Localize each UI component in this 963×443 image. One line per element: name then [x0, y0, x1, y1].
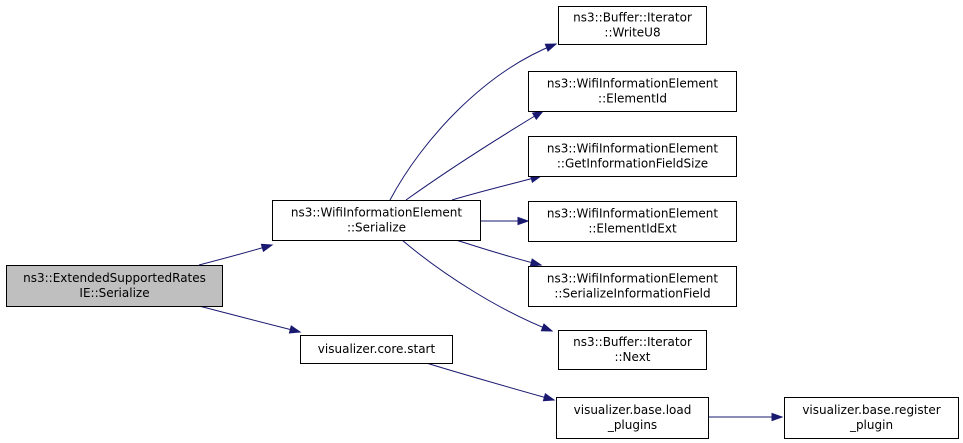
- node-label-line: visualizer.base.load: [574, 403, 692, 417]
- edge-line: [451, 175, 542, 201]
- node-label-line: ::Serialize: [347, 221, 406, 235]
- edge-line: [405, 110, 544, 201]
- edge-wie-serialize-to-getinfosize: [451, 174, 543, 201]
- node-box: [558, 6, 707, 45]
- arrowhead: [771, 412, 784, 422]
- edge-core-start-to-load-plugins: [422, 361, 556, 402]
- node-box: [6, 265, 223, 307]
- node-box: [528, 201, 737, 242]
- node-elementid[interactable]: ns3::WifiInformationElement::ElementId: [528, 71, 737, 112]
- node-box: [784, 397, 959, 439]
- node-serializeinfo[interactable]: ns3::WifiInformationElement::SerializeIn…: [528, 266, 737, 307]
- node-box: [272, 200, 481, 241]
- node-label-line: ns3::WifiInformationElement: [547, 272, 719, 286]
- arrowhead: [529, 258, 543, 267]
- arrowhead: [260, 243, 274, 253]
- node-label-line: ::ElementIdExt: [588, 222, 677, 236]
- edge-wie-serialize-to-next: [401, 239, 554, 332]
- node-label-line: visualizer.core.start: [318, 342, 436, 356]
- node-box: [558, 330, 707, 370]
- node-label-line: ns3::WifiInformationElement: [547, 142, 719, 156]
- node-label-line: ::WriteU8: [604, 26, 660, 40]
- node-label-line: ns3::WifiInformationElement: [547, 77, 719, 91]
- edge-load-plugins-to-register-plugin: [706, 412, 784, 422]
- arrowhead: [531, 110, 545, 121]
- edge-wie-serialize-to-elementidext: [480, 216, 530, 226]
- edge-line: [401, 239, 553, 332]
- node-label-line: ns3::WifiInformationElement: [547, 207, 719, 221]
- node-register-plugin[interactable]: visualizer.base.register_plugin: [784, 397, 959, 439]
- node-label-line: visualizer.base.register: [802, 403, 940, 417]
- node-writeu8[interactable]: ns3::Buffer::Iterator::WriteU8: [558, 6, 707, 45]
- arrowhead: [542, 393, 556, 402]
- node-box: [528, 71, 737, 112]
- node-label-line: ::ElementId: [598, 92, 667, 106]
- edge-line: [422, 361, 555, 401]
- node-label-line: ::SerializeInformationField: [554, 287, 710, 301]
- edge-wie-serialize-to-writeu8: [389, 43, 558, 201]
- arrowhead: [517, 216, 530, 226]
- arrowhead: [288, 325, 302, 334]
- edge-line: [455, 239, 542, 266]
- edge-line: [198, 244, 273, 266]
- node-label-line: ns3::Buffer::Iterator: [573, 11, 692, 25]
- edge-line: [389, 43, 557, 201]
- node-box: [528, 266, 737, 307]
- node-box: [556, 397, 709, 439]
- node-getinfosize[interactable]: ns3::WifiInformationElement::GetInformat…: [528, 136, 737, 177]
- node-label-line: _plugins: [607, 418, 657, 432]
- arrowhead: [540, 323, 554, 332]
- node-elementidext[interactable]: ns3::WifiInformationElement::ElementIdEx…: [528, 201, 737, 242]
- node-load-plugins[interactable]: visualizer.base.load_plugins: [556, 397, 709, 439]
- arrowhead: [544, 43, 558, 52]
- edge-wie-serialize-to-elementid: [405, 110, 545, 201]
- node-label-line: ns3::Buffer::Iterator: [573, 335, 692, 349]
- node-label-line: _plugin: [849, 418, 893, 432]
- node-label-line: ::GetInformationFieldSize: [557, 157, 708, 171]
- node-label-line: ns3::WifiInformationElement: [291, 206, 463, 220]
- nodes-layer: ns3::ExtendedSupportedRatesIE::Serialize…: [6, 6, 959, 439]
- node-label-line: ns3::ExtendedSupportedRates: [23, 271, 206, 285]
- node-label-line: IE::Serialize: [79, 286, 149, 300]
- node-label-line: ::Next: [614, 350, 650, 364]
- node-wie-serialize[interactable]: ns3::WifiInformationElement::Serialize: [272, 200, 481, 241]
- edge-wie-serialize-to-serializeinfo: [455, 239, 543, 267]
- edge-root-to-core-start: [198, 305, 302, 334]
- edge-line: [198, 305, 301, 333]
- node-box: [528, 136, 737, 177]
- edges-layer: [198, 43, 784, 422]
- edge-root-to-wie-serialize: [198, 243, 274, 266]
- node-core-start[interactable]: visualizer.core.start: [300, 335, 453, 364]
- node-box: [300, 335, 453, 364]
- node-next[interactable]: ns3::Buffer::Iterator::Next: [558, 330, 707, 370]
